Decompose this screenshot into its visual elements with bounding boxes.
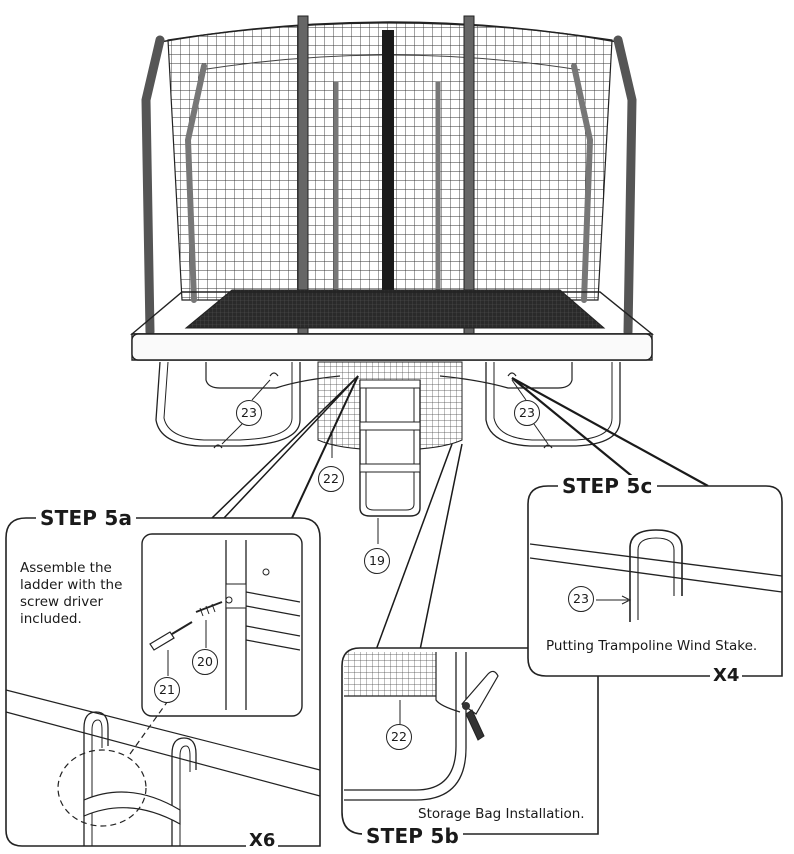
- ladder-illustration: [359, 379, 421, 517]
- ladder-callout: 19: [364, 548, 390, 574]
- trampoline-illustration: [130, 15, 654, 517]
- step-5c-panel: [527, 485, 783, 677]
- step-5a-title: STEP 5a: [36, 507, 137, 529]
- step-5c-quantity: X4: [710, 666, 743, 686]
- wind-stake-callout-right: 23: [514, 400, 540, 426]
- step-5a-instruction-line: screw driver: [20, 594, 104, 610]
- screw-callout: 21: [154, 677, 180, 703]
- step-5b-panel: [341, 647, 599, 835]
- wind-stake-callout-left: 23: [236, 400, 262, 426]
- u-stake-illustration: [629, 529, 683, 622]
- screw-driver-callout: 20: [192, 649, 218, 675]
- storage-bag-callout: 22: [318, 466, 344, 492]
- wind-stake-detail-callout: 23: [568, 586, 594, 612]
- step-5c-caption: Putting Trampoline Wind Stake.: [546, 638, 758, 654]
- storage-bag-detail-callout: 22: [386, 724, 412, 750]
- step-5a-instruction-line: Assemble the: [20, 560, 112, 576]
- step-5c-title: STEP 5c: [558, 475, 657, 497]
- step-5b-caption: Storage Bag Installation.: [418, 806, 585, 822]
- step-5b-title: STEP 5b: [362, 825, 463, 847]
- step-5a-quantity: X6: [246, 831, 279, 851]
- step-5a-instruction-line: included.: [20, 611, 82, 627]
- step-5a-instruction: Assemble the ladder with the screw drive…: [20, 560, 138, 628]
- step-5a-instruction-line: ladder with the: [20, 577, 123, 593]
